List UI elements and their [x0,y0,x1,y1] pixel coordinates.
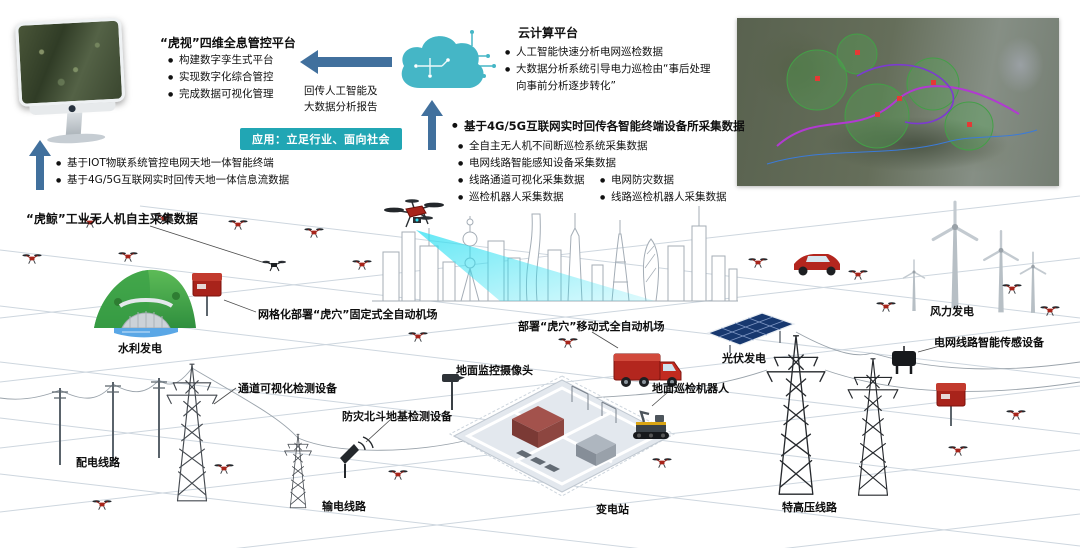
platform-bullet-1: 构建数字孪生式平台 [168,52,274,69]
cloud-icon [401,30,496,88]
solar-panel-icon [706,312,796,353]
label-connectors [149,225,941,443]
satellite-map-overlay [766,33,1038,165]
platform-bullet-2: 实现数字化综合管控 [168,69,274,86]
iot-bullet-1: 基于IOT物联系统管控电网天地一体智能终端 [56,155,289,172]
substation-icon [448,375,676,497]
iot-bullets: 基于IOT物联系统管控电网天地一体智能终端 基于4G/5G互联网实时回传天地一体… [56,155,289,189]
flow-arrows [29,50,443,190]
monitor-map-screen [15,17,126,107]
hydro-dam-icon [94,269,196,338]
uplink-bullets-left: 全自主无人机不间断巡检系统采集数据 电网线路智能感知设备采集数据 线路通道可视化… [458,138,648,206]
network-grid [0,195,1080,548]
distribution-poles-icon [52,378,167,465]
cctv-camera-icon [442,374,465,410]
label-mobile-airport: 部署“虎穴”移动式全自动机场 [518,320,665,333]
line-sensor-icon [892,346,916,374]
iot-bullet-2: 基于4G/5G互联网实时回传天地一体信息流数据 [56,172,289,189]
inspection-robot-icon [633,410,669,439]
uhv-tower-icon-2 [847,358,899,496]
application-banner: 应用：立足行业、面向社会 [240,128,402,150]
map-site-markers [815,50,972,127]
arrow-up-to-cloud [421,100,443,150]
scout-drone-icon [262,260,286,272]
platform-bullet-3: 完成数据可视化管理 [168,86,274,103]
fixed-airport-box-icon [192,272,222,317]
label-fixed-airport: 网格化部署“虎穴”固定式全自动机场 [258,308,438,321]
uplink-bullet-3: 线路通道可视化采集数据 [458,172,648,189]
cloud-bullets: 人工智能快速分析电网巡检数据 大数据分析系统引导电力巡检由“事后处理 向事前分析… [505,44,710,95]
label-channel-monitor: 通道可视化检测设备 [238,382,337,395]
label-hydro: 水利发电 [118,342,162,355]
uplink-bullet-1: 全自主无人机不间断巡检系统采集数据 [458,138,648,155]
label-ground-robot: 地面巡检机器人 [652,382,729,395]
drone-scan-beam [416,230,655,301]
satellite-map [737,18,1059,186]
uplink-bullet-5: 电网防灾数据 [600,172,727,189]
cloud-bullet-1: 人工智能快速分析电网巡检数据 [505,44,710,61]
label-substation: 变电站 [596,503,629,516]
beidou-sensor-icon [340,436,374,478]
transmission-tower-small-icon [284,433,312,509]
uplink-bullet-2: 电网线路智能感知设备采集数据 [458,155,648,172]
label-uhv-line: 特高压线路 [782,501,837,514]
arrow-up-to-monitor [29,140,51,190]
wind-turbine-icons [902,200,1047,314]
uplink-bullets-right: 电网防灾数据 线路巡检机器人采集数据 [600,172,727,206]
drone-caption: “虎鲸”工业无人机自主采集数据 [26,212,198,226]
uhv-tower-icon [766,335,826,495]
label-line-sensor: 电网线路智能传感设备 [934,336,1044,349]
label-distribution-line: 配电线路 [76,456,120,469]
patrol-suv-icon [794,254,840,276]
platform-title: “虎视”四维全息管控平台 [160,36,296,50]
label-ground-camera: 地面监控摄像头 [456,364,533,377]
label-solar: 光伏发电 [722,352,766,365]
industrial-drone-icon [384,199,444,228]
uplink-bullet-6: 线路巡检机器人采集数据 [600,189,727,206]
label-beidou: 防灾北斗地基检测设备 [342,410,452,423]
cloud-title: 云计算平台 [518,26,579,40]
arrow-cloud-to-platform [300,50,392,74]
platform-bullets: 构建数字孪生式平台 实现数字化综合管控 完成数据可视化管理 [168,52,274,103]
label-wind: 风力发电 [930,305,974,318]
uplink-title: 基于4G/5G互联网实时回传各智能终端设备所采集数据 [452,118,745,134]
feedback-arrow-label: 回传人工智能及 大数据分析报告 [304,85,378,113]
label-transmission-line: 输电线路 [322,500,366,513]
uplink-bullet-4: 巡检机器人采集数据 [458,189,648,206]
cloud-bullet-2: 大数据分析系统引导电力巡检由“事后处理 向事前分析逐步转化” [505,61,710,95]
control-platform-monitor [15,17,133,145]
mobile-airport-truck-icon [613,353,682,387]
